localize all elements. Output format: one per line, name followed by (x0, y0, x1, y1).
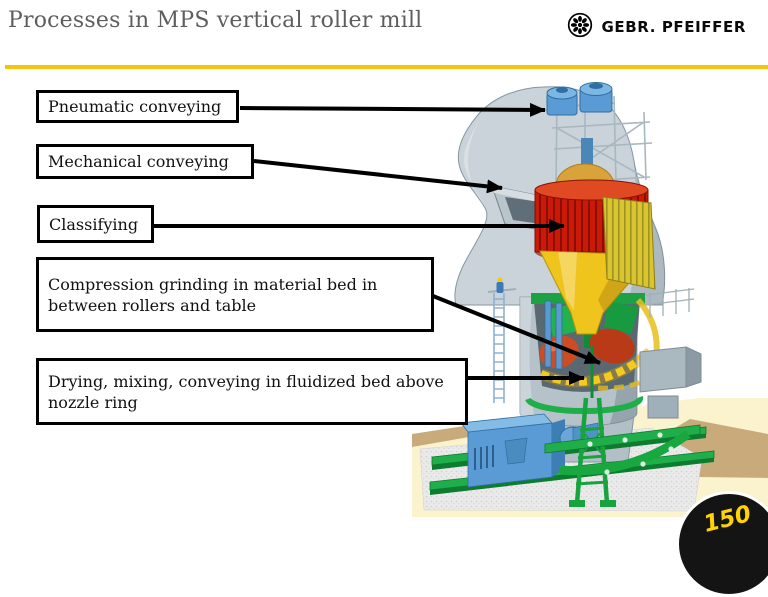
foundation-beam (544, 424, 701, 476)
mill-rosette-icon (567, 12, 593, 42)
mill-illustration (412, 82, 768, 517)
slide-canvas: Processes in MPS vertical roller mill GE… (5, 8, 768, 597)
callout-compression-grinding: Compression grinding in material bed in … (36, 257, 434, 332)
callout-mechanical-conveying: Mechanical conveying (36, 144, 254, 179)
platform-railing (645, 288, 695, 318)
side-ladder (487, 288, 517, 403)
callout-pneumatic-conveying: Pneumatic conveying (36, 90, 239, 123)
worker-figure (496, 277, 504, 293)
callout-drying-mixing: Drying, mixing, conveying in fluidized b… (36, 358, 468, 425)
mill-table-rim (525, 396, 644, 415)
outlet-duct (639, 346, 702, 393)
title-rule (5, 65, 768, 69)
base-box (647, 395, 679, 419)
brand-logo: GEBR. PFEIFFER (567, 12, 747, 42)
badge-number: 150 (700, 500, 754, 538)
cage-panel (602, 196, 656, 290)
anniversary-badge: 150 (676, 491, 768, 597)
drive-motor (460, 413, 599, 488)
callout-classifying: Classifying (37, 205, 154, 243)
brand-name: GEBR. PFEIFFER (601, 18, 746, 36)
page-title: Processes in MPS vertical roller mill (8, 8, 423, 33)
fan-units (546, 82, 613, 116)
